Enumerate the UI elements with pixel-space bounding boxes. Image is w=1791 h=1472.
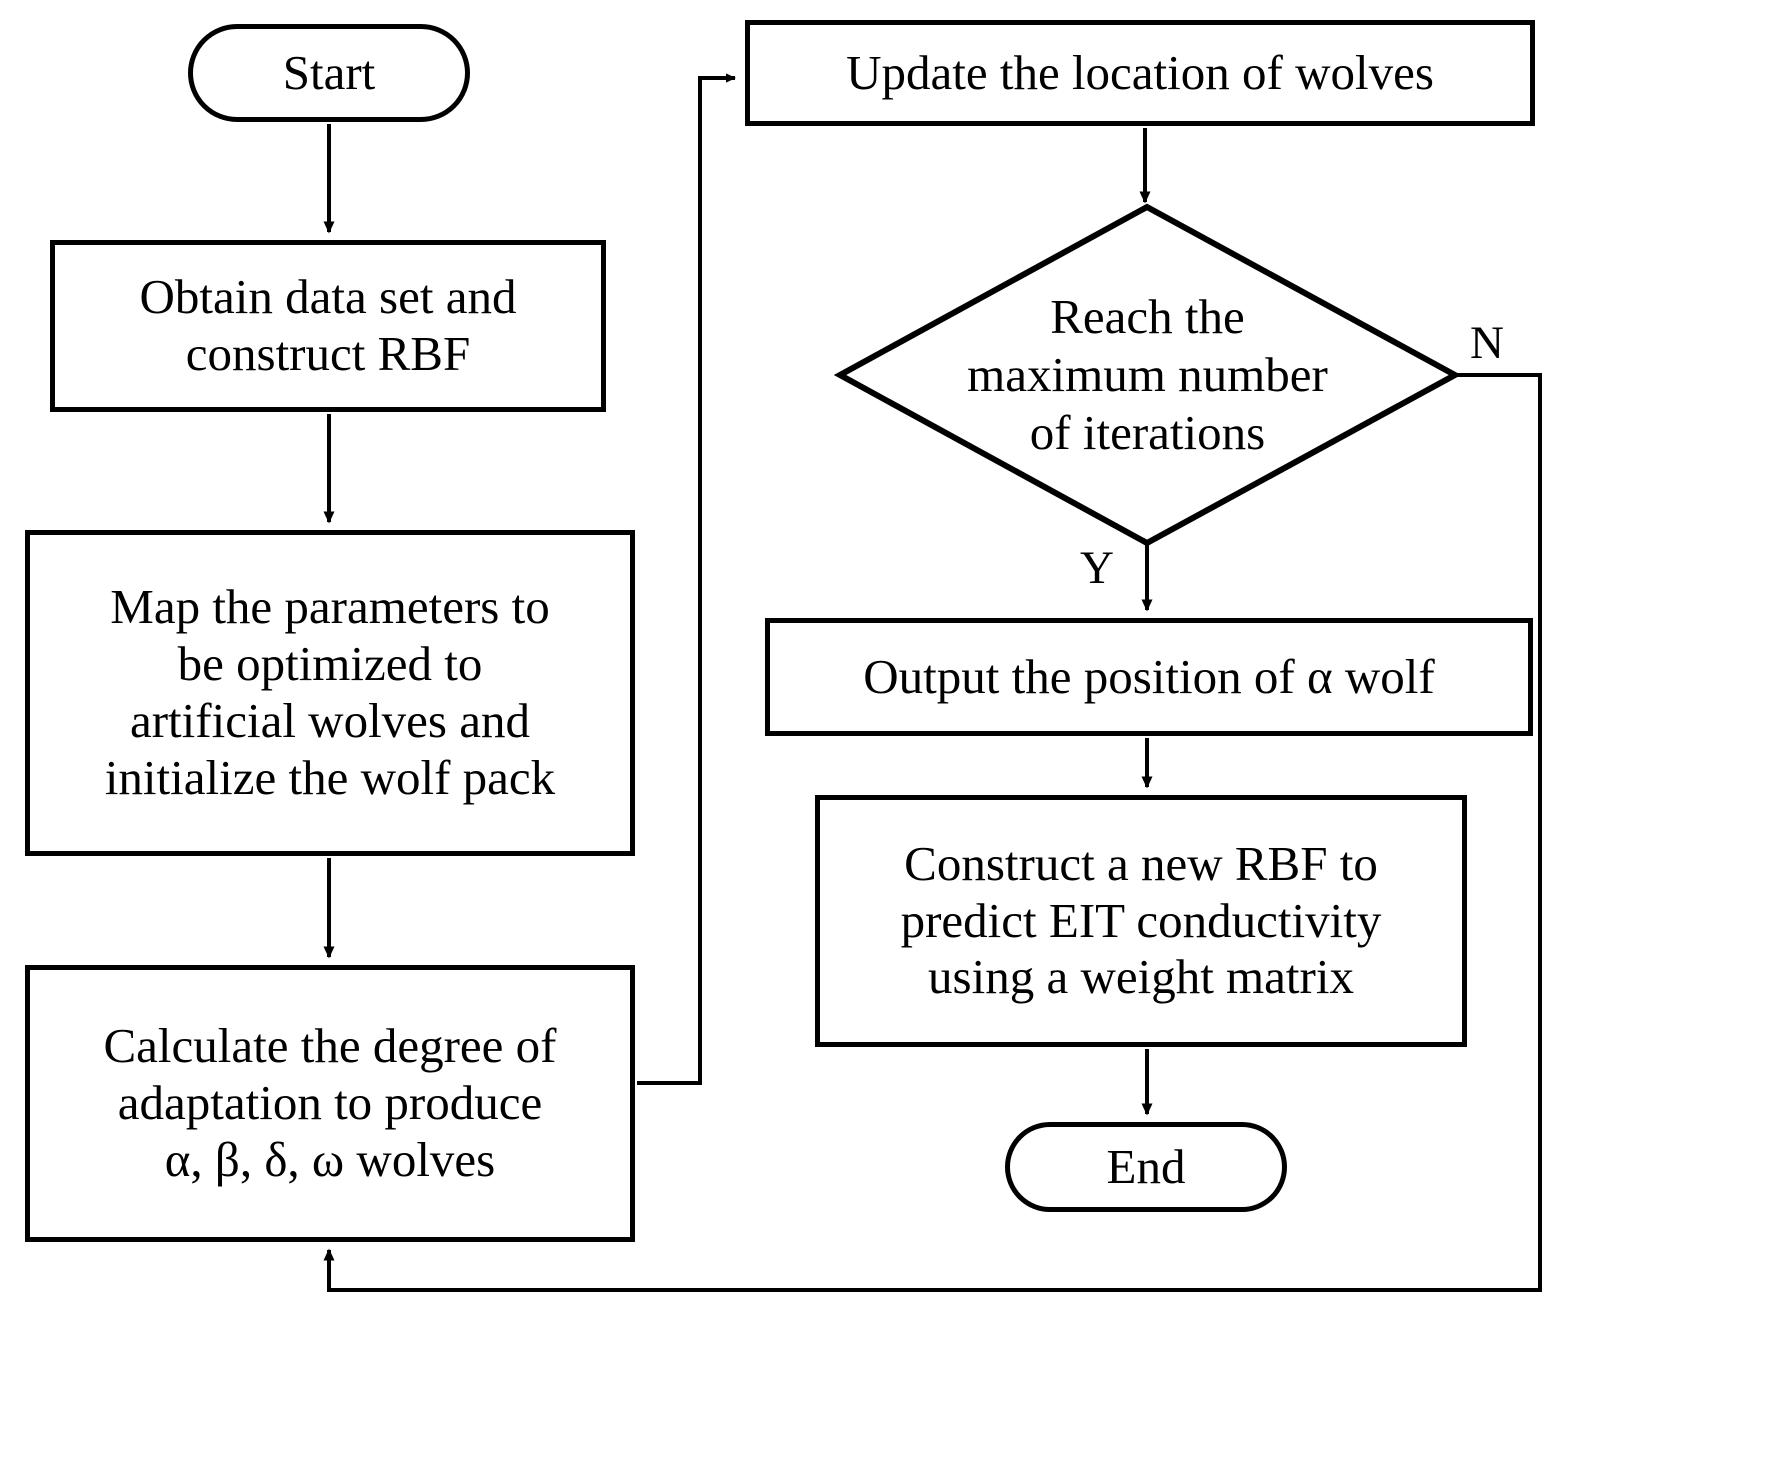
node-end[interactable]: End (1005, 1122, 1287, 1212)
node-end-label: End (1106, 1138, 1186, 1194)
node-obtain-dataset[interactable]: Obtain data set and construct RBF (50, 240, 606, 412)
node-output-label: Output the position of α wolf (863, 648, 1435, 704)
node-output-alpha-wolf[interactable]: Output the position of α wolf (765, 618, 1533, 736)
node-construct-label: Construct a new RBF to predict EIT condu… (900, 835, 1382, 1005)
node-update-label: Update the location of wolves (846, 44, 1434, 100)
node-map-label: Map the parameters to be optimized to ar… (104, 579, 556, 805)
node-decision-label: Reach the maximum number of iterations (967, 289, 1328, 460)
node-update-wolves[interactable]: Update the location of wolves (745, 20, 1535, 126)
node-start[interactable]: Start (188, 24, 470, 122)
node-map-parameters[interactable]: Map the parameters to be optimized to ar… (25, 530, 635, 856)
node-calculate-adaptation[interactable]: Calculate the degree of adaptation to pr… (25, 965, 635, 1242)
edge-calculate-to-update (637, 73, 736, 1085)
edge-label-yes: Y (1080, 542, 1114, 594)
node-construct-new-rbf[interactable]: Construct a new RBF to predict EIT condu… (815, 795, 1467, 1047)
node-start-label: Start (282, 44, 376, 100)
node-obtain-label: Obtain data set and construct RBF (139, 269, 517, 381)
node-decision-max-iterations[interactable]: Reach the maximum number of iterations (840, 205, 1455, 545)
edge-label-no: N (1470, 317, 1504, 369)
node-calculate-label: Calculate the degree of adaptation to pr… (103, 1018, 557, 1187)
